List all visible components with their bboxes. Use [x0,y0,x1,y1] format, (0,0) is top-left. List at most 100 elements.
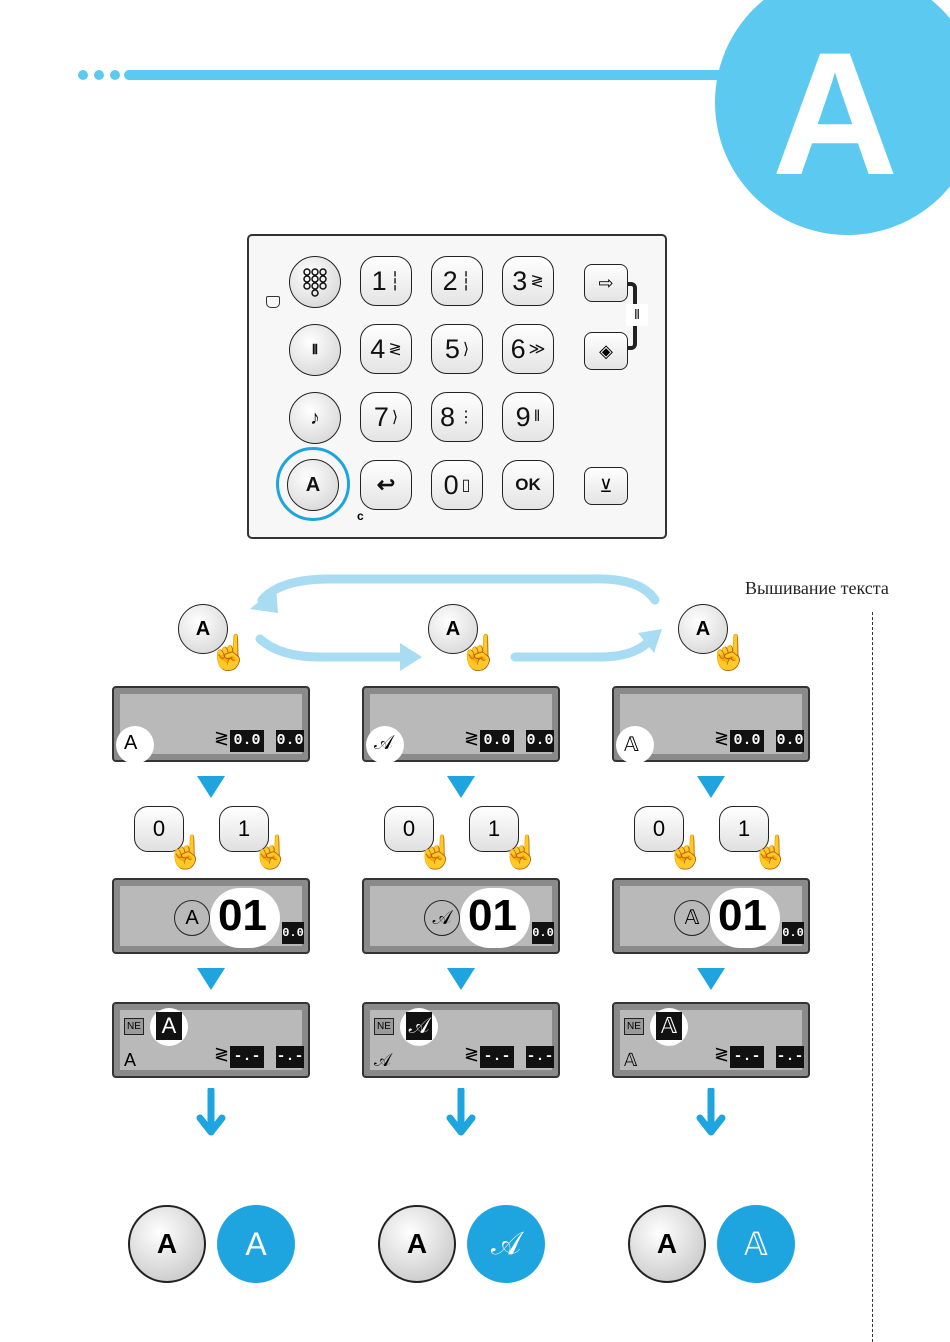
result-font-badge: 𝔸 [717,1205,795,1283]
lcd-width-value: 0.0 [480,730,514,752]
stitch-pattern-icon: ⦀ [626,304,648,326]
key-6-label: 6 [511,334,526,365]
key-7[interactable]: 7⟩ [360,392,412,442]
lcd-tag: NE [124,1018,144,1035]
down-arrow-icon [446,1088,476,1143]
alphabet-button[interactable]: A [287,459,339,511]
lcd-length-value: 0.0 [276,730,304,752]
zigzag-stitch-icon: ≷ [388,339,401,359]
key-7-label: 7 [374,402,389,433]
down-triangle-icon [197,968,225,990]
lcd-code-tail: 0.0 [782,922,804,944]
zigzag-glyph: ≷ [714,1044,729,1065]
lcd-font-glyph: A [124,1050,136,1071]
decorative-stitch-button[interactable]: ♪ [289,392,341,444]
select-back-button[interactable]: ◈ [584,332,628,370]
zigzag-glyph: ≷ [214,728,229,749]
arrow-diamond-icon: ◈ [599,341,613,362]
finger-icon: ☝ [251,836,291,868]
arrow-right-icon: ⇨ [598,273,613,294]
lcd-length-value: 0.0 [526,730,554,752]
lcd-length-value: 0.0 [776,730,804,752]
lcd-code-number: 01 [468,890,517,942]
lcd-screen-code: A010.0 [112,878,310,954]
mode-font-glyph: 𝔸 [656,1012,682,1040]
key-3[interactable]: 3≷ [502,256,554,306]
straight-stitch-icon: ┆ [461,271,472,292]
save-icon: ⊻ [599,476,612,497]
buttonhole-icon: ▯ [462,475,471,495]
side-pocket-icon [266,296,280,308]
mode-font-glyph: A [156,1012,182,1040]
key-2[interactable]: 2┆ [431,256,483,306]
key-4-label: 4 [370,334,385,365]
forward-arrow-2-path [515,640,650,657]
finger-icon: ☝ [708,636,750,670]
forward-arrow-1-path [260,639,405,657]
key-0[interactable]: 0▯ [431,460,483,510]
memory-button[interactable]: ⊻ [584,467,628,505]
key-4[interactable]: 4≷ [360,324,412,374]
margin-dashed-line [872,612,873,1342]
buttonhole-button[interactable]: ⦀ [289,324,341,376]
finger-icon: ☝ [751,836,791,868]
finger-icon: ☝ [208,636,250,670]
code-font-glyph: 𝒜 [424,900,460,936]
key-1-label: 1 [238,816,250,842]
zigzag-glyph: ≷ [214,1044,229,1065]
key-8[interactable]: 8⋮ [431,392,483,442]
finger-icon: ☝ [666,836,706,868]
finger-icon: ☝ [458,636,500,670]
result-font-badge: 𝒜 [467,1205,545,1283]
return-arrow-icon: ↩ [377,472,395,498]
tricot-stitch-icon: ⋮ [458,407,474,427]
lcd-font-glyph: 𝔸 [624,1050,637,1071]
stitch-grid-button[interactable] [289,256,341,308]
lcd-tag: NE [624,1018,644,1035]
lcd-code-tail: 0.0 [282,922,304,944]
key-3-label: 3 [512,266,527,297]
key-9[interactable]: 9‖ [502,392,554,442]
back-button[interactable]: ↩ [360,460,412,510]
lcd-width-blank: -.- [230,1046,264,1068]
grid-dots-icon [301,267,329,297]
ok-button[interactable]: OK [502,460,554,510]
section-title: Вышивание текста [745,578,889,599]
lcd-code-number: 01 [718,890,767,942]
key-5-label: 5 [445,334,460,365]
down-triangle-icon [447,968,475,990]
lcd-length-blank: -.- [526,1046,554,1068]
code-font-glyph: 𝔸 [674,900,710,936]
down-triangle-icon [447,776,475,798]
result-alpha-key: A [378,1205,456,1283]
blind-hem-icon: ⟩ [392,407,398,427]
lcd-screen-initial: 𝔸≷0.00.0 [612,686,810,762]
straight-stitch-icon: ┆ [390,271,401,292]
key-1[interactable]: 1┆ [360,256,412,306]
return-arrow-path [262,579,655,600]
down-triangle-icon [697,968,725,990]
triple-stitch-icon: ‖ [534,408,541,426]
lcd-width-blank: -.- [480,1046,514,1068]
lcd-code-tail: 0.0 [532,922,554,944]
lcd-width-blank: -.- [730,1046,764,1068]
down-arrow-icon [196,1088,226,1143]
key-0-label: 0 [403,816,415,842]
key-5[interactable]: 5⟩ [431,324,483,374]
lcd-inner [620,1010,802,1070]
lcd-font-glyph: 𝒜 [374,732,393,755]
c-label: c [357,509,364,523]
zigzag-glyph: ≷ [464,728,479,749]
key-1-label: 1 [738,816,750,842]
down-triangle-icon [197,776,225,798]
select-forward-button[interactable]: ⇨ [584,264,628,302]
blind-stitch-icon: ⟩ [463,339,469,359]
lcd-font-glyph: 𝔸 [624,732,639,757]
key-6[interactable]: 6≫ [502,324,554,374]
key-2-label: 2 [443,266,458,297]
